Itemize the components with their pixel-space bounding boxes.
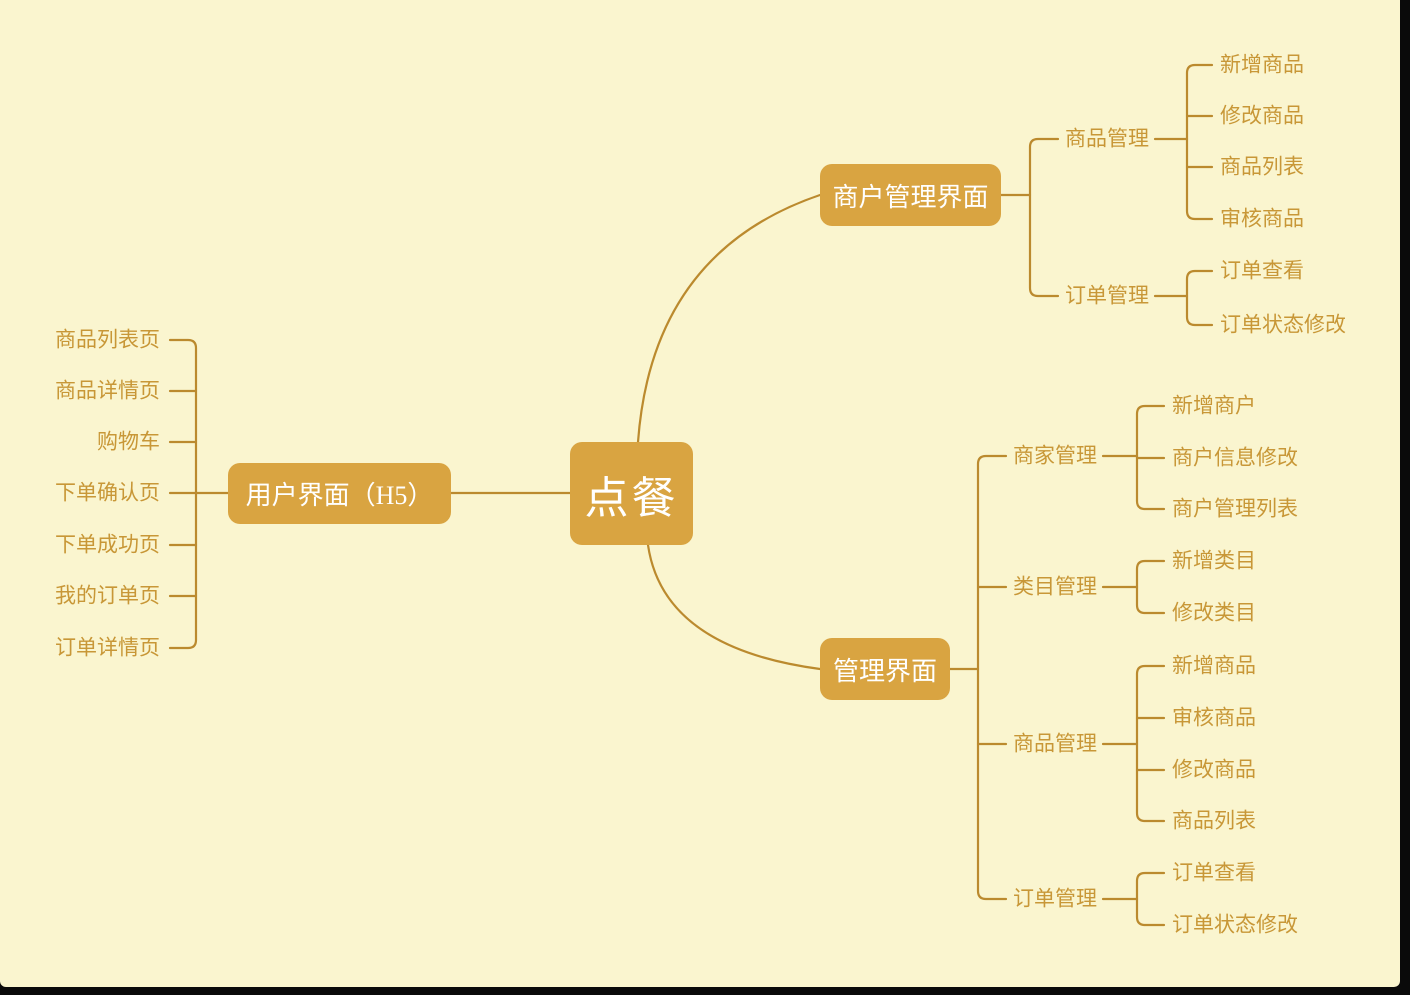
connector-admin-g2-bracket <box>1135 664 1166 823</box>
connector-merchant-bracket <box>1028 137 1060 298</box>
leaf-node[interactable]: 修改商品 <box>1172 757 1256 782</box>
root-connectors <box>449 193 822 671</box>
leaf-node[interactable]: 下单确认页 <box>55 480 160 505</box>
branch-node-user-interface[interactable]: 用户界面（H5） <box>228 463 451 524</box>
group-node[interactable]: 商家管理 <box>1013 443 1097 468</box>
connector-root-merchant <box>636 193 822 444</box>
leaf-node[interactable]: 订单状态修改 <box>1172 912 1298 937</box>
connector-merchant-g0-bracket <box>1185 63 1214 221</box>
leaf-node[interactable]: 商户信息修改 <box>1172 445 1298 470</box>
leaf-node[interactable]: 商户管理列表 <box>1172 496 1298 521</box>
group-node[interactable]: 订单管理 <box>1065 283 1149 308</box>
connector-root-admin <box>646 543 822 671</box>
group-node[interactable]: 商品管理 <box>1065 126 1149 151</box>
leaf-node[interactable]: 审核商品 <box>1172 705 1256 730</box>
group-node[interactable]: 商品管理 <box>1013 731 1097 756</box>
leaf-node[interactable]: 新增类目 <box>1172 548 1256 573</box>
leaf-node[interactable]: 我的订单页 <box>55 583 160 608</box>
leaf-node[interactable]: 审核商品 <box>1220 206 1304 231</box>
leaf-node[interactable]: 订单状态修改 <box>1220 312 1346 337</box>
leaf-node[interactable]: 订单查看 <box>1220 258 1304 283</box>
leaf-node[interactable]: 商品详情页 <box>55 378 160 403</box>
leaf-node[interactable]: 新增商户 <box>1172 393 1256 418</box>
group-node[interactable]: 订单管理 <box>1013 886 1097 911</box>
leaf-node[interactable]: 修改类目 <box>1172 600 1256 625</box>
merchant-branch-connectors <box>999 63 1214 327</box>
leaf-node[interactable]: 订单详情页 <box>55 635 160 660</box>
leaf-node[interactable]: 新增商品 <box>1172 653 1256 678</box>
branch-node-admin[interactable]: 管理界面 <box>820 638 950 700</box>
admin-branch-connectors <box>948 404 1166 927</box>
leaf-node[interactable]: 下单成功页 <box>55 532 160 557</box>
connector-admin-g3-bracket <box>1135 871 1166 927</box>
connector-admin-g1-bracket <box>1135 559 1166 615</box>
user-branch-connectors <box>168 338 230 650</box>
connector-merchant-g1-bracket <box>1185 269 1214 327</box>
connector-admin-bracket <box>976 454 1008 901</box>
leaf-node[interactable]: 修改商品 <box>1220 103 1304 128</box>
leaf-node[interactable]: 新增商品 <box>1220 52 1304 77</box>
branch-node-merchant-admin[interactable]: 商户管理界面 <box>820 164 1001 226</box>
leaf-node[interactable]: 购物车 <box>97 429 160 454</box>
leaf-node[interactable]: 商品列表页 <box>55 327 160 352</box>
root-node[interactable]: 点餐 <box>570 442 693 545</box>
group-node[interactable]: 类目管理 <box>1013 574 1097 599</box>
leaf-node[interactable]: 商品列表 <box>1220 154 1304 179</box>
leaf-node[interactable]: 订单查看 <box>1172 860 1256 885</box>
leaf-node[interactable]: 商品列表 <box>1172 808 1256 833</box>
